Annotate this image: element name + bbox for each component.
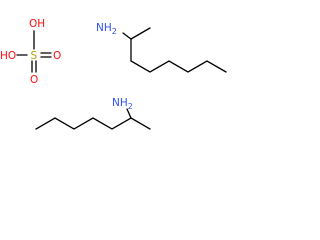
atom-o-right: O <box>53 50 61 62</box>
atom-oh-left: HO <box>0 50 16 62</box>
sulfuric-acid: OH HO S O O <box>0 18 61 86</box>
chain-bottom <box>35 117 132 130</box>
amine-top: NH2 <box>96 22 227 73</box>
atom-o-bottom: O <box>30 74 38 86</box>
atom-oh-top: OH <box>29 18 45 30</box>
atom-nh2-bottom: NH2 <box>112 97 133 111</box>
structure-diagram: OH HO S O O NH2 NH2 <box>0 18 227 130</box>
atom-nh2-top: NH2 <box>96 22 117 36</box>
bond-n-c2-top <box>122 32 132 40</box>
bond-c2-c1-top <box>130 27 151 40</box>
bond-c2-c1-bottom <box>130 117 151 130</box>
amine-bottom: NH2 <box>35 97 151 130</box>
atom-sulfur: S <box>31 50 38 62</box>
chain-top <box>130 38 227 73</box>
bond-n-c2-bottom <box>126 108 132 119</box>
